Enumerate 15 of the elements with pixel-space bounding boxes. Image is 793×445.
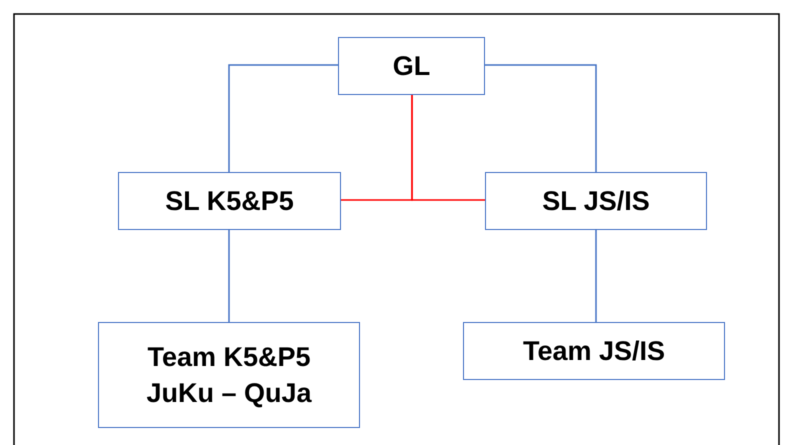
connector-line — [485, 64, 597, 172]
box-label: Team JS/IS — [522, 334, 666, 368]
box-label: SL JS/IS — [542, 184, 650, 218]
org-box — [338, 37, 485, 95]
connector-line — [595, 230, 597, 322]
box-label: GL — [392, 50, 430, 83]
org-box — [485, 172, 707, 230]
connector-line — [228, 230, 230, 322]
org-box — [98, 322, 360, 428]
box-label: Team K5&P5 JuKu – QuJa — [145, 340, 313, 410]
org-box — [463, 322, 725, 380]
org-box — [118, 172, 341, 230]
connector-line — [411, 95, 485, 201]
box-label: SL K5&P5 — [165, 184, 294, 218]
connector-line — [228, 64, 338, 172]
